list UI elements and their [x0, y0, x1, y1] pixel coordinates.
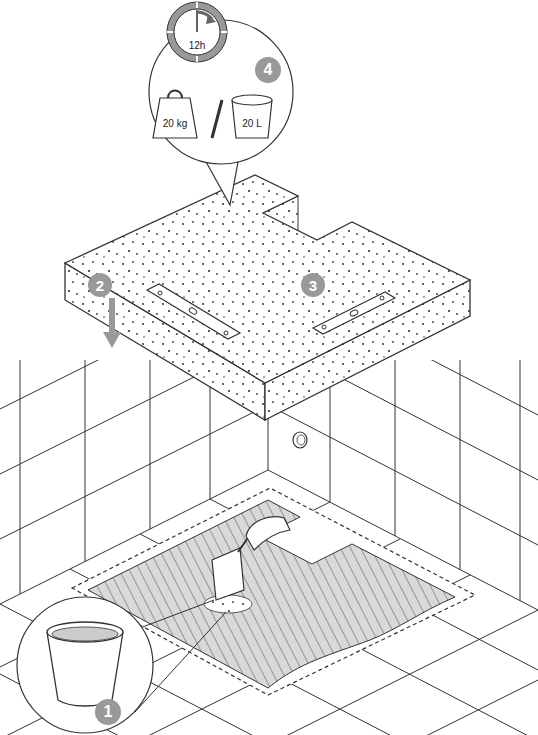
callout-number: 2	[96, 278, 104, 293]
drain-pipe-opening	[297, 435, 305, 445]
trowel-blade	[212, 548, 244, 600]
icon-label: 20 L	[242, 119, 261, 129]
lower-arrow	[103, 298, 121, 348]
adhesive-heap	[204, 595, 252, 613]
spirit-level	[313, 292, 395, 334]
floor-tiles	[0, 499, 538, 735]
shower-tray-slab	[65, 175, 470, 420]
callout-number: 1	[104, 704, 113, 720]
hand	[246, 517, 290, 550]
callout-number: 3	[309, 278, 317, 293]
callout-badge	[88, 273, 112, 297]
icon-label: 20 kg	[163, 119, 187, 129]
detail-callout	[149, 2, 293, 205]
drain-pipe	[293, 432, 307, 448]
spirit-level	[147, 284, 240, 339]
callout-badge	[301, 273, 325, 297]
icon-label: 12h	[189, 41, 206, 51]
detail-callout	[17, 597, 226, 733]
callout-number: 4	[264, 62, 273, 78]
